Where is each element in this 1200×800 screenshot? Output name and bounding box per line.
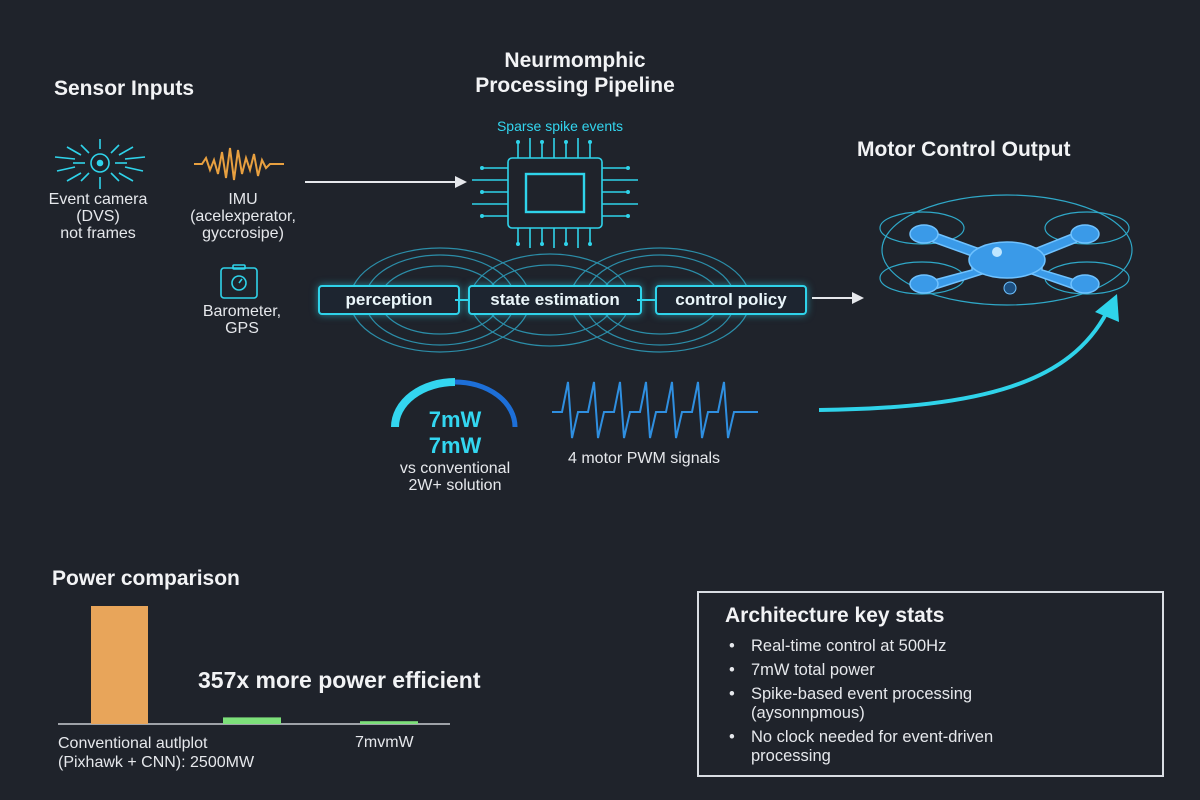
stats-item-text: 7mW total power xyxy=(751,661,875,679)
power-gauge-value-1: 7mW xyxy=(428,407,482,432)
quadcopter-drone-icon xyxy=(879,194,1133,306)
barometer-icon xyxy=(220,264,258,299)
event-camera-label: Event camera (DVS) not frames xyxy=(22,191,174,242)
event-camera-icon xyxy=(54,139,146,189)
stage-connector-1 xyxy=(455,299,469,301)
power-gauge-arc xyxy=(391,378,518,428)
imu-waveform-icon xyxy=(194,147,284,181)
barometer-label: Barometer, GPS xyxy=(172,303,312,337)
stats-item: Real-time control at 500Hz xyxy=(723,637,1143,656)
stage-state-estimation: state estimation xyxy=(468,285,642,315)
chip-caption: Sparse spike events xyxy=(496,118,624,134)
pwm-signal-icon xyxy=(552,381,758,439)
stats-item-text: No clock needed for event-driven xyxy=(751,728,994,746)
event-camera-label-1: Event camera xyxy=(48,191,148,208)
pwm-caption: 4 motor PWM signals xyxy=(568,450,721,467)
policy-to-drone-arrow xyxy=(812,292,864,304)
power-gauge-caption-1: vs conventional xyxy=(399,460,511,477)
imu-label: IMU (acelexperator, gyccrosipe) xyxy=(163,191,323,242)
output-curve-arrow xyxy=(818,294,1119,412)
stats-item: No clock needed for event-drivenprocessi… xyxy=(723,728,1143,766)
power-gauge-value-2: 7mW xyxy=(428,433,482,458)
conventional-bar-label-2: (Pixhawk + CNN): 2500MW xyxy=(58,754,255,771)
power-bar-chart xyxy=(58,606,450,725)
pipeline-title-line-1: Neurmomphic xyxy=(504,49,646,72)
power-gauge-caption: vs conventional 2W+ solution xyxy=(360,460,550,494)
event-camera-label-2: (DVS) xyxy=(76,208,120,225)
conventional-bar-label: Conventional autlplot (Pixhawk + CNN): 2… xyxy=(58,734,254,772)
event-camera-label-3: not frames xyxy=(60,225,136,242)
stats-item-text-cont: (aysonnpmous) xyxy=(751,704,865,722)
imu-label-2: (acelexperator, xyxy=(190,208,296,225)
pipeline-title-line-2: Processing Pipeline xyxy=(475,74,675,97)
stats-item: 7mW total power xyxy=(723,661,1143,680)
architecture-stats-panel: Architecture key stats Real-time control… xyxy=(697,591,1164,777)
motor-output-title: Motor Control Output xyxy=(857,138,1071,161)
bar-conventional xyxy=(91,606,148,724)
stage-perception: perception xyxy=(318,285,460,315)
stage-connector-2 xyxy=(637,299,657,301)
stats-item-text: Spike-based event processing xyxy=(751,685,973,703)
barometer-label-1: Barometer, xyxy=(202,303,282,320)
sensor-to-chip-arrow xyxy=(305,176,467,188)
conventional-bar-label-1: Conventional autlplot xyxy=(58,735,208,752)
stats-item-text-cont: processing xyxy=(751,747,831,765)
bar-neuromorphic xyxy=(360,721,418,724)
imu-label-3: gyccrosipe) xyxy=(202,225,284,242)
pipeline-title: Neurmomphic Processing Pipeline xyxy=(400,48,750,98)
efficiency-headline: 357x more power efficient xyxy=(198,667,481,693)
power-comparison-title: Power comparison xyxy=(52,567,240,590)
stats-item-text: Real-time control at 500Hz xyxy=(751,637,947,655)
neuromorphic-bar-label: 7mvmW xyxy=(355,734,414,751)
stats-item: Spike-based event processing(aysonnpmous… xyxy=(723,685,1143,723)
power-gauge-caption-2: 2W+ solution xyxy=(408,477,502,494)
neuromorphic-chip-icon xyxy=(472,138,638,248)
stats-title: Architecture key stats xyxy=(725,604,945,627)
stage-control-policy: control policy xyxy=(655,285,807,315)
stats-list: Real-time control at 500Hz 7mW total pow… xyxy=(723,637,1143,771)
sensor-inputs-title: Sensor Inputs xyxy=(54,77,195,100)
bar-middle xyxy=(223,717,281,724)
imu-label-1: IMU xyxy=(228,191,258,208)
barometer-label-2: GPS xyxy=(225,320,259,337)
